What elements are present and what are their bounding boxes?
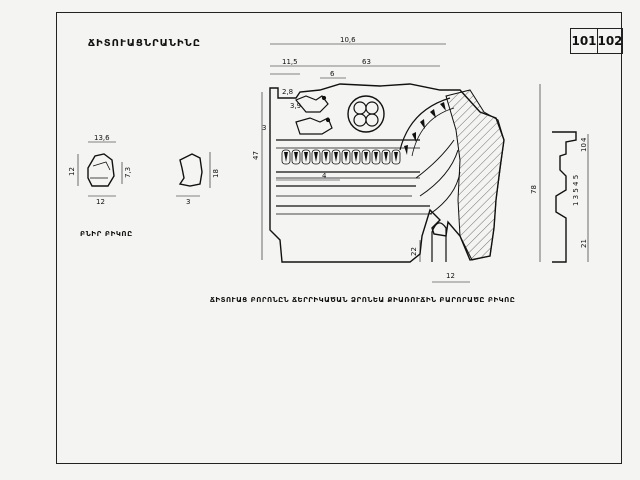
dim-label: 4 [322,172,327,180]
sheet-title: ՃԻՏՈՒԱՑՆՐԱՆԻՆԸ [88,38,201,49]
dim-label: 12 [446,272,455,280]
dim-label: 7,3 [124,166,132,178]
dim-label: 10,6 [340,36,356,44]
dim-label: 4 [580,137,588,142]
dim-label: 11,5 [282,58,298,66]
dim-label: 13,6 [94,134,110,142]
dim-label: 3,9 [290,102,302,110]
dim-label: 78 [530,185,538,194]
dim-label: 10 [580,143,588,152]
frieze-fragment-drawing [261,43,505,283]
dim-label: 12 [68,167,76,176]
dim-label: 3 [186,198,191,206]
dim-label: 63 [362,58,371,66]
main-caption: ՃԻՏՈՒԱՑ ԲՈՐՈՆԸՆ ՃԵՐՐԻԿԱԾԱՆ ՁՐՈՆԵԱ ՔԻԱՌՈՒ… [210,296,516,304]
dim-label: 3 [262,124,267,132]
profile-section-drawing [176,152,211,197]
plate-number-right: 102 [597,28,623,54]
dim-label: 2,8 [282,88,294,96]
fragment-stone-drawing [77,141,123,197]
dim-label: 18 [212,169,220,178]
dim-label: 21 [580,239,588,248]
dim-label: 6 [330,70,335,78]
dim-label: 22 [410,247,418,256]
profile-caption: ԲՆԻՐ ԲԻԿՈԸ [80,230,133,238]
dim-label: 1 3 5 4 5 [572,174,580,206]
dim-label: 47 [252,151,260,160]
dim-label: 12 [96,198,105,206]
cornice-profile-drawing [539,84,589,263]
sheet-frame [56,12,622,464]
